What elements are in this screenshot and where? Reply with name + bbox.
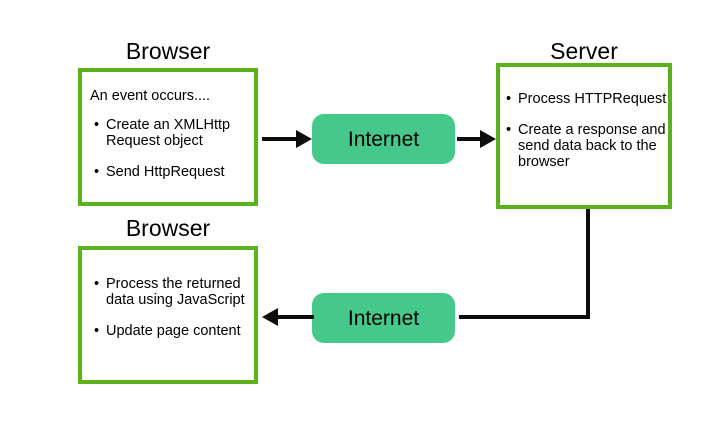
connector-server-to-internet-horizontal	[459, 315, 590, 319]
connector-server-to-internet-vertical	[586, 209, 590, 319]
arrow-left-icon-internet-to-browser	[262, 308, 278, 326]
arrow-right-icon-internet-to-server	[480, 130, 496, 148]
node-internet-top-label: Internet	[347, 127, 420, 151]
heading-browser-bottom: Browser	[125, 215, 211, 241]
list-item-label: Update page content	[106, 323, 241, 339]
list-item: • Process HTTPRequest	[506, 91, 672, 107]
connector-internet-to-browser-line	[278, 315, 314, 319]
arrow-right-icon-browser-to-internet	[296, 130, 312, 148]
list-item-label: Process HTTPRequest	[518, 91, 667, 107]
node-internet-bottom: Internet	[312, 293, 455, 343]
list-item: • Create an XMLHttp Request object	[94, 117, 254, 149]
list-item-label: Process the returned data using JavaScri…	[106, 276, 245, 308]
bullet-icon: •	[94, 276, 100, 292]
node-box-server: • Process HTTPRequest • Create a respons…	[496, 63, 672, 209]
connector-browser-to-internet-line	[262, 137, 298, 141]
list-item-label: Create a response and send data back to …	[518, 122, 666, 170]
box-server-content: • Process HTTPRequest • Create a respons…	[500, 67, 668, 205]
node-internet-top: Internet	[312, 114, 455, 164]
browser-bottom-bullet-list: • Process the returned data using JavaSc…	[94, 276, 256, 339]
bullet-icon: •	[94, 117, 100, 133]
bullet-icon: •	[94, 323, 100, 339]
list-item-label: Send HttpRequest	[106, 164, 225, 180]
bullet-icon: •	[506, 122, 512, 138]
browser-top-intro-text: An event occurs....	[90, 88, 211, 104]
bullet-icon: •	[94, 164, 100, 180]
node-box-browser-bottom: • Process the returned data using JavaSc…	[78, 246, 258, 384]
list-item-label: Create an XMLHttp Request object	[106, 117, 231, 149]
box-browser-top-content: An event occurs.... • Create an XMLHttp …	[82, 72, 254, 202]
list-item: • Process the returned data using JavaSc…	[94, 276, 256, 308]
connector-internet-to-server-line	[457, 137, 482, 141]
list-item: • Send HttpRequest	[94, 164, 254, 180]
list-item: • Create a response and send data back t…	[506, 122, 672, 170]
bullet-icon: •	[506, 91, 512, 107]
heading-browser-top: Browser	[125, 38, 211, 64]
server-bullet-list: • Process HTTPRequest • Create a respons…	[506, 91, 672, 170]
heading-server: Server	[550, 38, 618, 64]
node-internet-bottom-label: Internet	[347, 306, 420, 330]
node-box-browser-top: An event occurs.... • Create an XMLHttp …	[78, 68, 258, 206]
box-browser-bottom-content: • Process the returned data using JavaSc…	[82, 250, 254, 380]
list-item: • Update page content	[94, 323, 256, 339]
browser-top-bullet-list: • Create an XMLHttp Request object • Sen…	[94, 117, 254, 180]
